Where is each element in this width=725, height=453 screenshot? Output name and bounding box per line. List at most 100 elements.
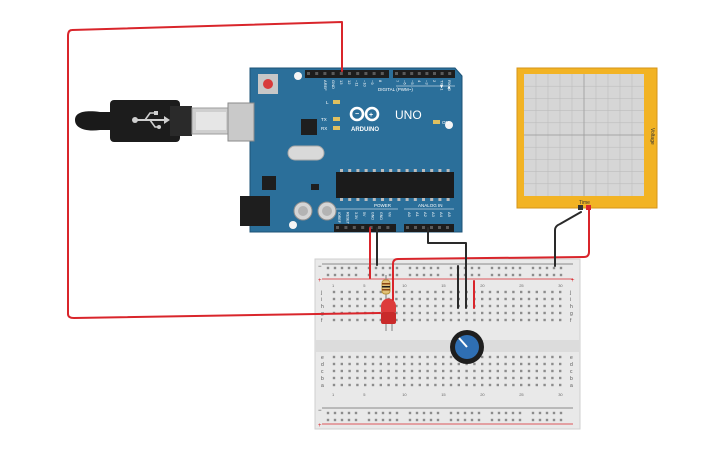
breadboard-hole[interactable] xyxy=(490,411,494,415)
breadboard-hole[interactable] xyxy=(348,355,351,359)
breadboard-hole[interactable] xyxy=(395,418,399,422)
breadboard-hole[interactable] xyxy=(410,369,414,373)
breadboard-hole[interactable] xyxy=(552,418,556,422)
header-pin[interactable] xyxy=(361,226,365,229)
breadboard-hole[interactable] xyxy=(504,273,508,277)
breadboard-hole[interactable] xyxy=(410,355,414,359)
breadboard-hole[interactable] xyxy=(326,411,330,415)
breadboard-hole[interactable] xyxy=(473,362,476,366)
breadboard-hole[interactable] xyxy=(364,297,367,301)
breadboard-hole[interactable] xyxy=(418,355,421,359)
breadboard-hole[interactable] xyxy=(434,376,437,380)
breadboard-hole[interactable] xyxy=(535,304,538,308)
breadboard-hole[interactable] xyxy=(434,355,437,359)
breadboard-hole[interactable] xyxy=(538,418,542,422)
breadboard-hole[interactable] xyxy=(364,369,367,373)
breadboard-hole[interactable] xyxy=(408,266,412,270)
breadboard-hole[interactable] xyxy=(426,304,429,308)
breadboard-hole[interactable] xyxy=(415,266,419,270)
breadboard-hole[interactable] xyxy=(504,383,507,387)
header-pin[interactable] xyxy=(440,72,444,75)
breadboard-hole[interactable] xyxy=(418,297,421,301)
breadboard-hole[interactable] xyxy=(512,369,515,373)
breadboard-hole[interactable] xyxy=(512,376,515,380)
breadboard-hole[interactable] xyxy=(422,266,426,270)
breadboard-hole[interactable] xyxy=(543,311,546,315)
breadboard-hole[interactable] xyxy=(340,304,343,308)
breadboard-hole[interactable] xyxy=(543,362,546,366)
header-pin[interactable] xyxy=(433,72,436,75)
breadboard-hole[interactable] xyxy=(410,290,414,294)
breadboard-hole[interactable] xyxy=(551,383,554,387)
breadboard-hole[interactable] xyxy=(332,318,336,322)
breadboard-hole[interactable] xyxy=(379,362,382,366)
breadboard-hole[interactable] xyxy=(449,418,453,422)
breadboard-hole[interactable] xyxy=(497,273,501,277)
breadboard-hole[interactable] xyxy=(426,297,429,301)
breadboard-hole[interactable] xyxy=(395,369,398,373)
breadboard-hole[interactable] xyxy=(535,297,538,301)
breadboard-hole[interactable] xyxy=(449,355,453,359)
breadboard-hole[interactable] xyxy=(520,369,523,373)
header-pin[interactable] xyxy=(307,72,310,75)
breadboard-hole[interactable] xyxy=(552,266,556,270)
breadboard-hole[interactable] xyxy=(374,418,378,422)
breadboard-hole[interactable] xyxy=(535,290,538,294)
breadboard-hole[interactable] xyxy=(395,376,398,380)
breadboard-hole[interactable] xyxy=(356,362,359,366)
breadboard-hole[interactable] xyxy=(456,418,460,422)
breadboard-hole[interactable] xyxy=(470,273,474,277)
breadboard-hole[interactable] xyxy=(426,290,429,294)
breadboard-hole[interactable] xyxy=(387,383,390,387)
breadboard-hole[interactable] xyxy=(340,273,344,277)
breadboard-hole[interactable] xyxy=(512,383,515,387)
breadboard-hole[interactable] xyxy=(340,369,343,373)
breadboard-hole[interactable] xyxy=(551,355,554,359)
breadboard-hole[interactable] xyxy=(347,273,351,277)
breadboard-hole[interactable] xyxy=(551,297,554,301)
breadboard-hole[interactable] xyxy=(449,369,453,373)
breadboard-hole[interactable] xyxy=(551,304,554,308)
breadboard-hole[interactable] xyxy=(410,311,414,315)
breadboard-hole[interactable] xyxy=(527,376,531,380)
breadboard-hole[interactable] xyxy=(520,355,523,359)
breadboard-hole[interactable] xyxy=(449,273,453,277)
breadboard-hole[interactable] xyxy=(340,362,343,366)
breadboard-hole[interactable] xyxy=(374,273,378,277)
breadboard-hole[interactable] xyxy=(356,376,359,380)
breadboard-hole[interactable] xyxy=(504,369,507,373)
breadboard-hole[interactable] xyxy=(379,318,382,322)
potentiometer[interactable] xyxy=(450,330,484,364)
breadboard-hole[interactable] xyxy=(535,369,538,373)
breadboard-hole[interactable] xyxy=(488,376,492,380)
resistor[interactable] xyxy=(381,275,391,299)
breadboard-hole[interactable] xyxy=(527,297,531,301)
breadboard-hole[interactable] xyxy=(426,318,429,322)
breadboard-hole[interactable] xyxy=(531,266,535,270)
breadboard-hole[interactable] xyxy=(326,418,330,422)
scope-probe-negative[interactable] xyxy=(578,205,583,210)
breadboard-hole[interactable] xyxy=(559,266,563,270)
breadboard-hole[interactable] xyxy=(354,266,358,270)
breadboard-hole[interactable] xyxy=(333,273,337,277)
breadboard-hole[interactable] xyxy=(387,362,390,366)
header-pin[interactable] xyxy=(406,226,409,229)
breadboard-hole[interactable] xyxy=(379,376,382,380)
breadboard-hole[interactable] xyxy=(410,362,414,366)
led-red[interactable] xyxy=(381,298,396,331)
breadboard-hole[interactable] xyxy=(535,376,538,380)
breadboard-hole[interactable] xyxy=(415,273,419,277)
breadboard-hole[interactable] xyxy=(527,318,531,322)
breadboard-hole[interactable] xyxy=(332,304,336,308)
wire-led-to-scope[interactable] xyxy=(392,209,590,301)
breadboard-hole[interactable] xyxy=(559,318,562,322)
breadboard-hole[interactable] xyxy=(559,369,562,373)
breadboard-hole[interactable] xyxy=(371,355,375,359)
breadboard-hole[interactable] xyxy=(379,297,382,301)
breadboard-hole[interactable] xyxy=(434,290,437,294)
breadboard-hole[interactable] xyxy=(426,383,429,387)
breadboard-hole[interactable] xyxy=(387,355,390,359)
breadboard-hole[interactable] xyxy=(477,266,481,270)
breadboard-hole[interactable] xyxy=(395,383,398,387)
